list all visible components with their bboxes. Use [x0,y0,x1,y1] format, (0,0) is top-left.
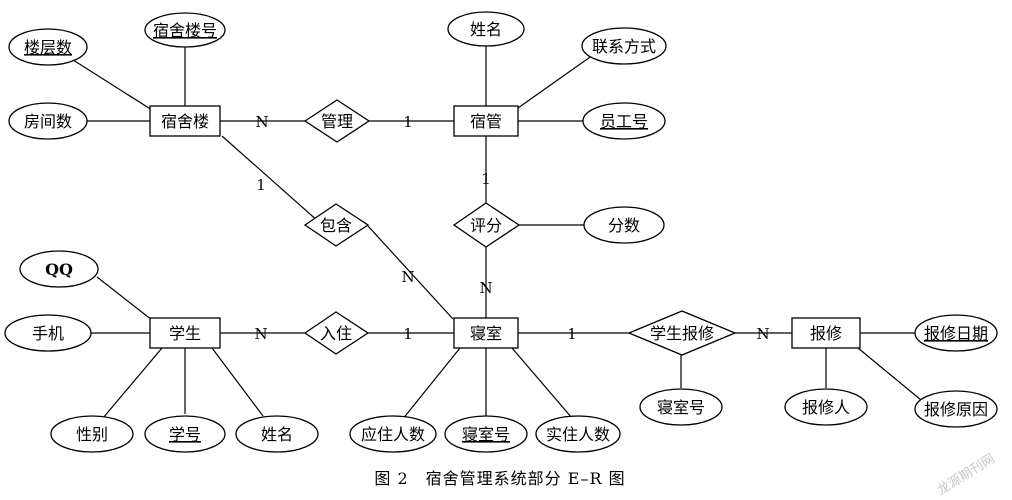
entity-dorm-manager: 宿管 [453,105,519,137]
entity-repair: 报修 [791,317,861,349]
attribute-staff-no: 员工号 [582,102,666,140]
svg-text:寝室号: 寝室号 [462,425,510,444]
cardinality-room-rate: N [479,279,492,297]
cardinality-repair-repair: N [756,325,769,343]
attribute-gender: 性别 [50,415,134,453]
attribute-qq: QQ [19,250,99,288]
svg-text:宿管: 宿管 [470,112,502,131]
relationship-check-in: 入住 [303,311,370,355]
entity-dorm-room: 寝室 [453,317,519,349]
cardinality-room-checkin: 1 [403,325,413,343]
cardinality-labels: N 1 1 N 1 N N 1 1 N [254,113,769,343]
cardinality-building-manage: N [255,113,268,131]
cardinality-building-contain: 1 [256,176,266,194]
svg-text:宿舍楼: 宿舍楼 [161,112,209,131]
svg-text:员工号: 员工号 [600,112,648,131]
svg-text:寝室: 寝室 [470,324,502,343]
svg-text:报修原因: 报修原因 [924,400,988,419]
attribute-student-no: 学号 [144,415,226,453]
svg-text:学生报修: 学生报修 [650,324,714,343]
figure-caption: 图 2 宿舍管理系统部分 E–R 图 [374,469,625,488]
svg-text:寝室号: 寝室号 [657,398,705,417]
svg-text:学生: 学生 [169,324,201,343]
attribute-repair-date: 报修日期 [914,314,998,352]
svg-text:学号: 学号 [169,425,201,444]
svg-text:宿舍楼号: 宿舍楼号 [153,21,217,40]
svg-text:评分: 评分 [470,216,502,235]
attribute-floors: 楼层数 [8,28,88,66]
svg-text:入住: 入住 [320,324,352,343]
svg-text:楼层数: 楼层数 [24,38,72,57]
attribute-building-no: 宿舍楼号 [144,12,226,48]
relationship-manage: 管理 [303,99,371,143]
watermark: 龙源期刊网 [935,451,998,498]
attribute-manager-name: 姓名 [447,11,525,47]
attribute-capacity: 应住人数 [349,415,437,453]
cardinality-room-repair: 1 [567,325,577,343]
svg-text:姓名: 姓名 [470,20,502,39]
svg-text:房间数: 房间数 [24,112,72,131]
cardinality-manager-manage: 1 [403,113,413,131]
attribute-occupancy: 实住人数 [535,415,621,453]
attribute-room-no: 寝室号 [444,415,528,453]
svg-text:手机: 手机 [32,324,64,343]
svg-text:分数: 分数 [608,216,640,235]
svg-text:实住人数: 实住人数 [546,425,610,444]
cardinality-room-contain: N [401,268,414,286]
attribute-score: 分数 [583,206,665,244]
svg-text:性别: 性别 [76,425,108,444]
attribute-reporter: 报修人 [784,388,868,426]
svg-text:QQ: QQ [45,260,73,279]
cardinality-student-checkin: N [254,325,267,343]
svg-text:姓名: 姓名 [261,425,293,444]
relationship-contain: 包含 [303,203,370,247]
relationship-rate: 评分 [452,202,521,248]
attribute-room-count: 房间数 [8,102,88,140]
cardinality-manager-rate: 1 [481,170,491,188]
svg-text:应住人数: 应住人数 [361,425,425,444]
svg-text:报修: 报修 [810,324,842,343]
attribute-repair-reason: 报修原因 [914,390,998,428]
attribute-student-name: 姓名 [235,415,319,453]
entity-dorm-building: 宿舍楼 [149,105,221,137]
relationship-student-repair: 学生报修 [627,310,737,356]
entity-student: 学生 [149,317,221,349]
attribute-repair-room-no: 寝室号 [639,388,723,426]
svg-text:报修日期: 报修日期 [924,324,988,343]
connector-lines [69,45,922,421]
attribute-contact: 联系方式 [581,27,667,65]
svg-text:报修人: 报修人 [802,398,850,417]
svg-text:管理: 管理 [321,112,353,131]
attribute-phone: 手机 [4,314,92,352]
svg-text:联系方式: 联系方式 [592,37,656,56]
svg-text:包含: 包含 [320,216,352,235]
